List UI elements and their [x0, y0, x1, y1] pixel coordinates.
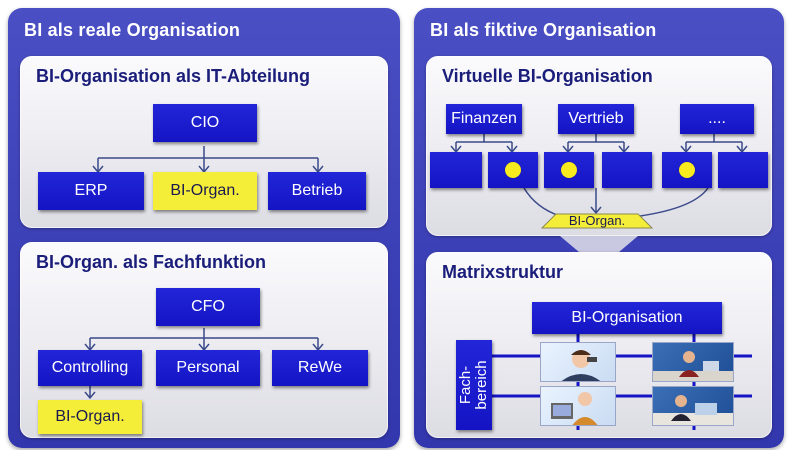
controlling-node: Controlling — [38, 350, 142, 386]
person-computer-image — [540, 386, 616, 426]
virtuelle-organisation-panel: Virtuelle BI-Organisation Finanzen Vertr… — [426, 56, 772, 236]
it-abteilung-connectors — [92, 146, 324, 174]
rewe-node: ReWe — [272, 350, 368, 386]
finanzen-node: Finanzen — [446, 104, 522, 134]
bi-hub-label: BI-Organ. — [568, 213, 626, 228]
it-abteilung-title: BI-Organisation als IT-Abteilung — [36, 66, 311, 86]
person-phone-image — [540, 342, 616, 382]
reale-organisation-panel: BI als reale Organisation BI-Organisatio… — [8, 8, 400, 448]
ellipsis-node: .... — [680, 104, 754, 134]
bi-organisation-header: BI-Organisation — [532, 302, 722, 334]
betrieb-node: Betrieb — [268, 172, 366, 210]
erp-node: ERP — [38, 172, 144, 210]
reale-organisation-title: BI als reale Organisation — [24, 20, 241, 40]
matrix-title: Matrixstruktur — [442, 262, 564, 282]
fachfunktion-title: BI-Organ. als Fachfunktion — [36, 252, 267, 272]
fachbereich-label-line1: Fach- — [457, 365, 474, 405]
cfo-node: CFO — [156, 288, 260, 326]
matrix-panel: Matrixstruktur BI-Organisation Fach- ber… — [426, 252, 772, 438]
bi-dot-other — [679, 162, 695, 178]
bi-hub-shape — [540, 213, 654, 229]
bi-organ-node: BI-Organ. — [153, 172, 257, 210]
cio-node: CIO — [153, 104, 257, 142]
other-sub-node-2 — [718, 152, 768, 188]
fiktive-organisation-panel: BI als fiktive Organisation Virtuelle BI… — [414, 8, 784, 448]
fachfunktion-panel: BI-Organ. als Fachfunktion CFO Controlli… — [20, 242, 388, 438]
between-panels-arrow — [560, 236, 638, 252]
it-abteilung-panel: BI-Organisation als IT-Abteilung CIO ERP… — [20, 56, 388, 228]
bi-dot-vertrieb — [561, 162, 577, 178]
vertrieb-sub-node-2 — [602, 152, 652, 188]
person-laptop-image — [652, 386, 734, 426]
fachbereich-header: Fach- bereich — [456, 340, 492, 430]
personal-node: Personal — [156, 350, 260, 386]
person-desk-image — [652, 342, 734, 382]
bi-organ-sub-node: BI-Organ. — [38, 400, 142, 434]
vertrieb-node: Vertrieb — [558, 104, 634, 134]
virtuelle-organisation-title: Virtuelle BI-Organisation — [442, 66, 653, 86]
finanzen-sub-node-1 — [430, 152, 482, 188]
fachbereich-label-line2: bereich — [473, 360, 490, 410]
fiktive-organisation-title: BI als fiktive Organisation — [430, 20, 657, 40]
bi-dot-finanzen — [505, 162, 521, 178]
